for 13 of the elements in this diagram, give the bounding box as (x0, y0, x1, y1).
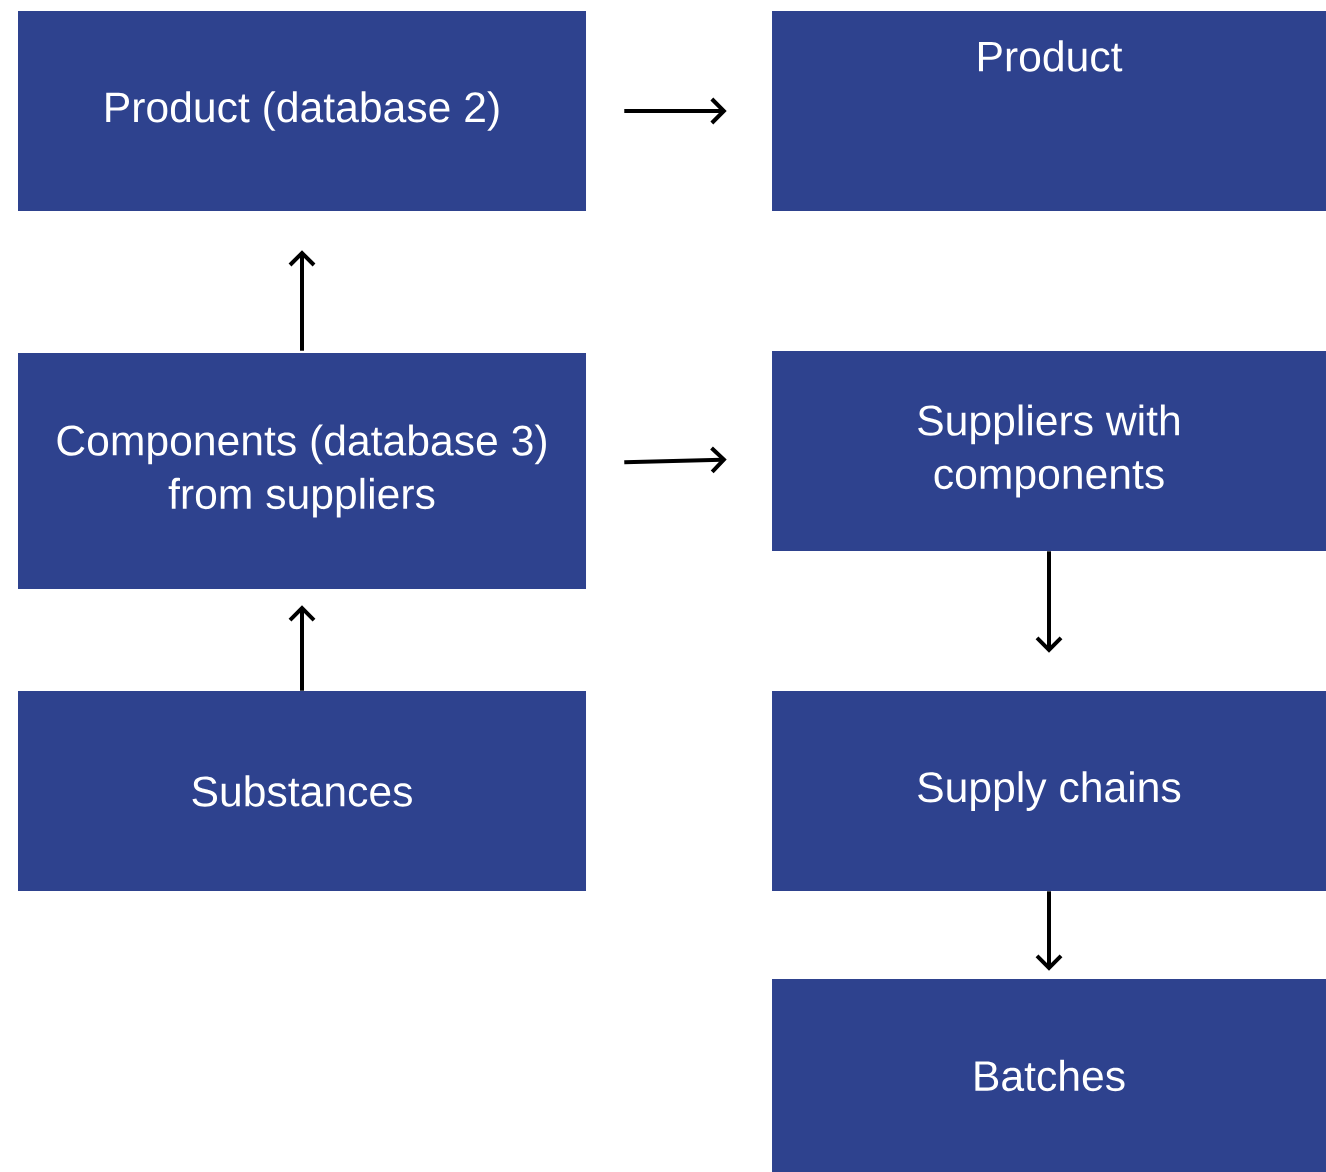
arrow (624, 446, 727, 474)
process-box: Suppliers with components (772, 351, 1326, 551)
arrow (1035, 551, 1063, 653)
process-box: Product (772, 11, 1326, 211)
process-box: Batches (772, 979, 1326, 1172)
arrow (1035, 891, 1063, 971)
process-box: Product (database 2) (18, 11, 586, 211)
process-box: Supply chains (772, 691, 1326, 891)
process-box: Substances (18, 691, 586, 891)
arrow (624, 97, 727, 125)
process-box: Components (database 3) from suppliers (18, 353, 586, 589)
arrow (288, 605, 316, 691)
arrow (288, 250, 316, 351)
